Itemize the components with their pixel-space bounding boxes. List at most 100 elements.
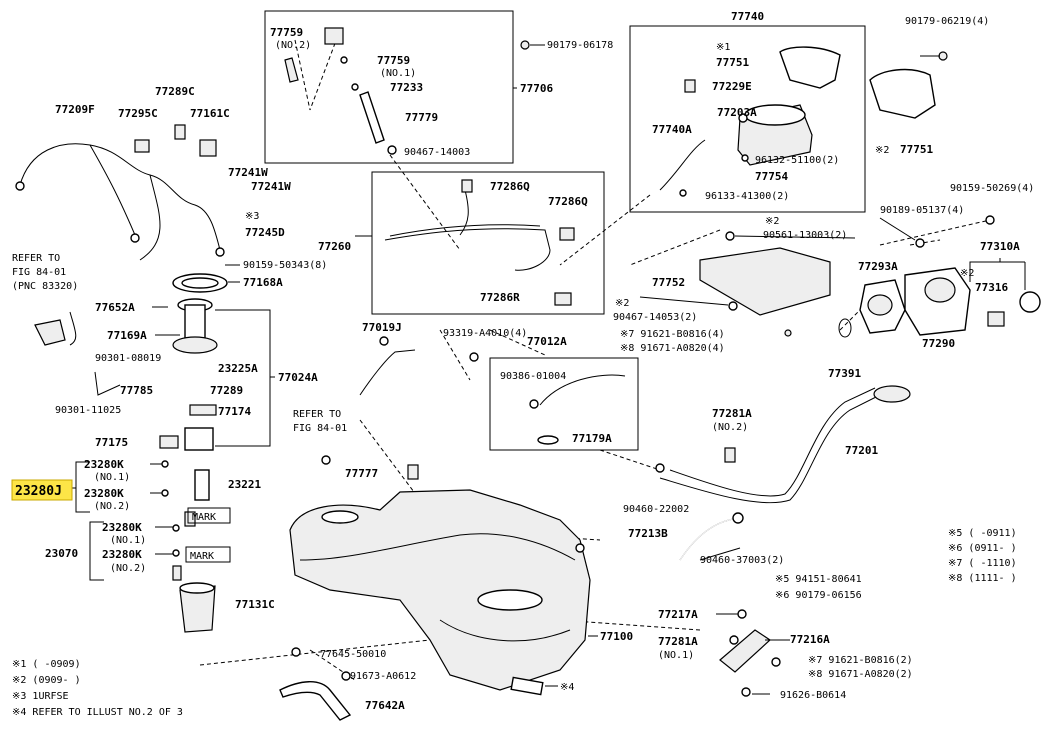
label-77310a[interactable]: 77310A [980,240,1020,253]
label-91621-b0816-b[interactable]: ※7 91621-B0816(2) [808,655,913,666]
label-77100[interactable]: 77100 [600,630,633,643]
box-77740 [629,25,866,213]
label-93319-a4010[interactable]: 93319-A4010(4) [443,328,527,339]
label-23070[interactable]: 23070 [45,547,78,560]
label-23280k-1[interactable]: 23280K [84,458,124,471]
label-77175[interactable]: 77175 [95,436,128,449]
label-77289[interactable]: 77289 [210,384,243,397]
label-23221[interactable]: 23221 [228,478,261,491]
label-77281a-1[interactable]: 77281A [658,635,698,648]
label-77706[interactable]: 77706 [520,82,553,95]
label-90301-08019[interactable]: 90301-08019 [95,353,161,364]
label-77161c[interactable]: 77161C [190,107,230,120]
label-77012a[interactable]: 77012A [527,335,567,348]
label-77290[interactable]: 77290 [922,337,955,350]
label-77216a[interactable]: 77216A [790,633,830,646]
refer1-line2: FIG 84-01 [12,267,66,278]
label-77289c[interactable]: 77289C [155,85,195,98]
label-96133-41300[interactable]: 96133-41300(2) [705,191,789,202]
label-23280j[interactable]: 23280J [15,484,62,499]
label-77203a[interactable]: 77203A [717,106,757,119]
label-77229e[interactable]: 77229E [712,80,752,93]
label-77024a[interactable]: 77024A [278,371,318,384]
label-77642a[interactable]: 77642A [365,699,405,712]
label-90460-37003[interactable]: 90460-37003(2) [700,555,784,566]
label-77751b-mark: ※2 [875,145,889,156]
label-77286q-2[interactable]: 77286Q [548,195,588,208]
label-90467-14053-mark: ※2 [615,298,629,309]
label-77213b[interactable]: 77213B [628,527,668,540]
label-77168a[interactable]: 77168A [243,276,283,289]
label-77293a[interactable]: 77293A [858,260,898,273]
box-77706 [264,10,514,164]
label-91671-a0820-b[interactable]: ※8 91671-A0820(2) [808,669,913,680]
label-77286r[interactable]: 77286R [480,291,520,304]
label-77759-no2-sub: (NO.2) [275,40,311,51]
label-77131c[interactable]: 77131C [235,598,275,611]
label-77241w-2[interactable]: 77241W [251,180,291,193]
label-77751a[interactable]: 77751 [716,56,749,69]
label-91671-a0820-a[interactable]: ※8 91671-A0820(4) [620,343,725,354]
label-77179a[interactable]: 77179A [572,432,612,445]
label-90159-50269[interactable]: 90159-50269(4) [950,183,1034,194]
label-77752[interactable]: 77752 [652,276,685,289]
label-77759-no2[interactable]: 77759 [270,26,303,39]
label-90467-14053[interactable]: 90467-14053(2) [613,312,697,323]
label-77785[interactable]: 77785 [120,384,153,397]
label-77233[interactable]: 77233 [390,81,423,94]
label-77740[interactable]: 77740 [731,10,764,23]
label-90467-14003[interactable]: 90467-14003 [404,147,470,158]
notes-right: ※5 ( -0911)※6 (0911- )※7 ( -1110)※8 (111… [948,528,1017,584]
label-77316[interactable]: 77316 [975,281,1008,294]
label-77759-no1[interactable]: 77759 [377,54,410,67]
label-77740a[interactable]: 77740A [652,123,692,136]
label-90301-11025[interactable]: 90301-11025 [55,405,121,416]
label-77777[interactable]: 77777 [345,467,378,480]
label-23280k-3[interactable]: 23280K [102,521,142,534]
label-77217a[interactable]: 77217A [658,608,698,621]
label-77209f[interactable]: 77209F [55,103,95,116]
label-90179-06156[interactable]: ※6 90179-06156 [775,590,862,601]
notes-left-line: ※2 (0909- ) [12,675,81,686]
label-90561-13003[interactable]: 90561-13003(2) [763,230,847,241]
label-77281a-2[interactable]: 77281A [712,407,752,420]
label-23225a[interactable]: 23225A [218,362,258,375]
label-90386-01004[interactable]: 90386-01004 [500,371,566,382]
label-77751a-mark: ※1 [716,42,730,53]
label-77652a[interactable]: 77652A [95,301,135,314]
label-91673-a0612[interactable]: 91673-A0612 [350,671,416,682]
label-77645-50010[interactable]: 77645-50010 [320,649,386,660]
label-90460-22002[interactable]: 90460-22002 [623,504,689,515]
label-94151-80641[interactable]: ※5 94151-80641 [775,574,862,585]
label-77169a[interactable]: 77169A [107,329,147,342]
label-77019j[interactable]: 77019J [362,321,402,334]
label-x4: ※4 [560,682,574,693]
label-96132-51100[interactable]: 96132-51100(2) [755,155,839,166]
label-77751b[interactable]: 77751 [900,143,933,156]
label-mark-1: MARK [192,512,216,523]
label-77759-no1-sub: (NO.1) [380,68,416,79]
label-90179-06219[interactable]: 90179-06219(4) [905,16,989,27]
label-mark-2: MARK [190,551,214,562]
label-77174[interactable]: 77174 [218,405,251,418]
label-77241w-1[interactable]: 77241W [228,166,268,179]
highlight-23280j [11,479,73,501]
label-23280k-2[interactable]: 23280K [84,487,124,500]
label-90179-06178[interactable]: 90179-06178 [547,40,613,51]
label-77391[interactable]: 77391 [828,367,861,380]
label-91626-b0614[interactable]: 91626-B0614 [780,690,846,701]
label-77260[interactable]: 77260 [318,240,351,253]
label-77245d[interactable]: 77245D [245,226,285,239]
label-90159-50343[interactable]: 90159-50343(8) [243,260,327,271]
label-23280k-4[interactable]: 23280K [102,548,142,561]
notes-left: ※1 ( -0909)※2 (0909- )※3 1URFSE※4 REFER … [12,659,183,718]
label-91621-b0816-a[interactable]: ※7 91621-B0816(4) [620,329,725,340]
label-77286q-1[interactable]: 77286Q [490,180,530,193]
box-77012a [489,357,639,451]
label-77779[interactable]: 77779 [405,111,438,124]
label-77295c[interactable]: 77295C [118,107,158,120]
label-90189-05137[interactable]: 90189-05137(4) [880,205,964,216]
label-77201[interactable]: 77201 [845,444,878,457]
label-77754[interactable]: 77754 [755,170,788,183]
